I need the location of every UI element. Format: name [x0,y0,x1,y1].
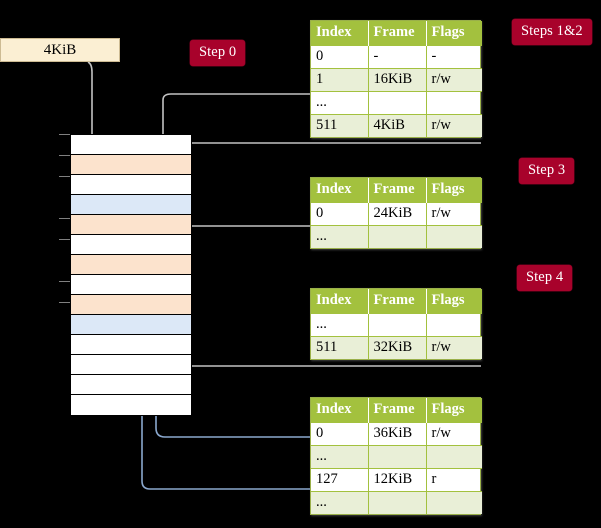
cell-flags [426,313,482,337]
cell-frame [368,445,427,469]
cell-flags [426,225,482,248]
cell-flags: r/w [426,422,482,446]
cell-index: ... [311,225,369,248]
cell-index: 511 [311,336,369,359]
cell-frame: 32KiB [368,336,427,359]
cell-frame: 12KiB [368,468,427,492]
cell-index: 511 [311,114,369,137]
cell-frame: 24KiB [368,202,427,226]
table-row: ... [311,313,482,337]
cell-index: 0 [311,45,369,69]
column-header-index: Index [311,398,369,423]
memory-tick-2 [59,176,70,177]
column-header-frame: Frame [368,289,427,314]
table-row: ... [311,491,482,514]
memory-tick-0 [59,134,70,135]
column-header-index: Index [311,21,369,46]
cell-frame [368,313,427,337]
column-header-flags: Flags [426,398,482,423]
cell-flags [426,445,482,469]
memory-tick-6 [59,302,70,303]
memory-frame-8 [71,295,191,315]
memory-frame-13 [71,395,191,415]
column-header-frame: Frame [368,398,427,423]
cell-frame: 4KiB [368,114,427,137]
cell-frame [368,225,427,248]
memory-frame-5 [71,235,191,255]
cell-flags [426,491,482,514]
column-header-frame: Frame [368,178,427,203]
cell-index: 127 [311,468,369,492]
memory-frame-4 [71,215,191,235]
column-header-flags: Flags [426,178,482,203]
memory-frame-11 [71,355,191,375]
cell-flags: r [426,468,482,492]
memory-frame-6 [71,255,191,275]
step-4-label: Step 4 [517,265,573,291]
cell-flags: r/w [426,114,482,137]
cell-index: ... [311,491,369,514]
cell-frame [368,491,427,514]
steps-1-2-label: Steps 1&2 [512,19,592,45]
column-header-flags: Flags [426,289,482,314]
memory-frame-10 [71,335,191,355]
cell-index: ... [311,91,369,115]
cell-frame [368,91,427,115]
table-row: 0-- [311,45,482,69]
memory-frame-12 [71,375,191,395]
column-header-index: Index [311,289,369,314]
physical-memory-column [70,134,192,416]
wire-va-to-memory [87,61,103,150]
memory-tick-1 [59,155,70,156]
wire-l4-frame-to-memory [168,142,481,166]
column-header-flags: Flags [426,21,482,46]
memory-frame-3 [71,195,191,215]
memory-tick-3 [59,218,70,219]
cell-flags: r/w [426,336,482,359]
step-0-label: Step 0 [190,40,246,66]
cell-index: ... [311,313,369,337]
cell-index: 0 [311,422,369,446]
memory-frame-9 [71,315,191,335]
cell-frame: 16KiB [368,68,427,92]
cell-flags: r/w [426,68,482,92]
step-3-label: Step 3 [519,158,575,184]
cell-flags: - [426,45,482,69]
cell-frame: - [368,45,427,69]
column-header-index: Index [311,178,369,203]
memory-frame-0 [71,135,191,155]
cell-index: ... [311,445,369,469]
column-header-frame: Frame [368,21,427,46]
cell-flags: r/w [426,202,482,226]
memory-frame-7 [71,275,191,295]
memory-tick-5 [59,281,70,282]
virtual-address-box: 4KiB [0,38,120,62]
cell-index: 1 [311,68,369,92]
cell-index: 0 [311,202,369,226]
cell-flags [426,91,482,115]
memory-frame-2 [71,175,191,195]
memory-tick-4 [59,239,70,240]
virtual-address-label: 4KiB [43,41,77,58]
table-row: ... [311,225,482,248]
table-row: ... [311,445,482,469]
table-row: ... [311,91,482,115]
cell-frame: 36KiB [368,422,427,446]
memory-frame-1 [71,155,191,175]
